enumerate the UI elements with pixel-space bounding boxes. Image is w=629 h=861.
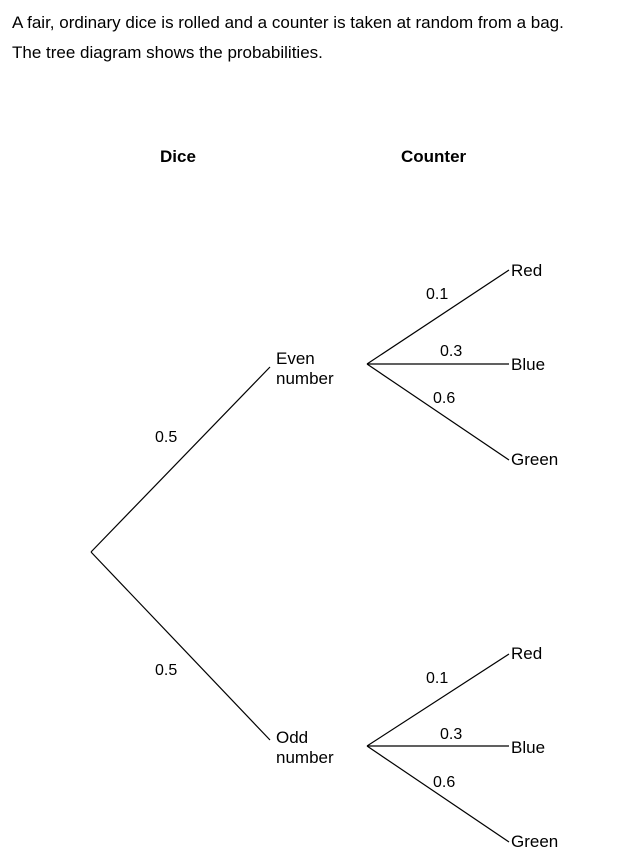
prob-odd-red: 0.1 [426,670,449,687]
outcome-even: Even number [276,349,334,389]
outcome-even-blue: Blue [511,355,546,374]
outcome-even-line-2: number [276,369,334,388]
branch-odd-red [366,653,510,747]
branch-even-green [366,363,510,461]
outcome-even-red: Red [511,261,543,280]
prob-even-green: 0.6 [433,390,456,407]
prob-odd: 0.5 [155,662,178,679]
outcome-odd-line-2: number [276,748,334,767]
outcome-even-green: Green [511,450,559,469]
outcome-odd-green: Green [511,832,559,851]
question-line-1: A fair, ordinary dice is rolled and a co… [12,13,564,32]
counter-header: Counter [401,147,467,166]
outcome-odd: Odd number [276,728,334,768]
branch-odd-green [366,745,510,843]
branch-even [90,366,271,553]
prob-even-blue: 0.3 [440,343,463,360]
prob-odd-blue: 0.3 [440,726,463,743]
prob-odd-green: 0.6 [433,774,456,791]
dice-header: Dice [160,147,196,166]
outcome-even-line-1: Even [276,349,315,368]
prob-even-red: 0.1 [426,286,449,303]
outcome-odd-line-1: Odd [276,728,309,747]
question-text: A fair, ordinary dice is rolled and a co… [12,8,624,68]
prob-even: 0.5 [155,429,178,446]
question-line-2: The tree diagram shows the probabilities… [12,43,323,62]
outcome-odd-red: Red [511,644,543,663]
branch-even-red [366,269,510,365]
branch-odd [90,551,271,741]
outcome-odd-blue: Blue [511,738,546,757]
